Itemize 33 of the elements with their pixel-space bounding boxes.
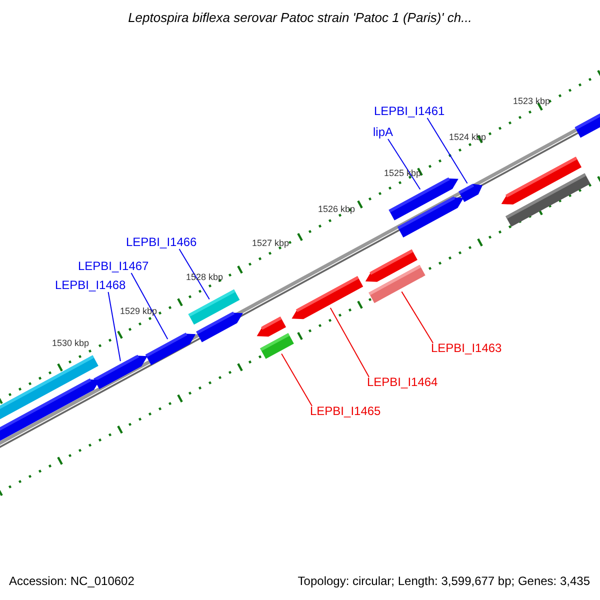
gene-block [368, 264, 426, 304]
scale-label: 1526 kbp [318, 204, 356, 215]
scale-label: 1524 kbp [449, 132, 486, 143]
gene-label: LEPBI_I1468 [55, 278, 126, 292]
gene-label: LEPBI_I1464 [367, 375, 438, 389]
gene-label: LEPBI_I1467 [78, 259, 149, 273]
leader-line [426, 118, 468, 184]
scale-label: 1523 kbp [513, 96, 550, 107]
scale-label: 1527 kbp [252, 238, 290, 249]
footer-text: Accession: NC_010602 [9, 574, 134, 588]
diagram-title: Leptospira biflexa serovar Patoc strain 'Patoc 1 (Paris)' ch... [127, 10, 473, 25]
gene-block [506, 173, 590, 227]
gene-label: lipA [373, 125, 394, 139]
gene-label: LEPBI_I1463 [431, 341, 502, 355]
scale-label: 1530 kbp [52, 338, 90, 349]
leader-line [281, 353, 312, 406]
gene-block [458, 184, 483, 202]
leader-line [330, 307, 370, 378]
gene-block [292, 276, 364, 320]
gene-label: LEPBI_I1465 [310, 404, 381, 418]
leader-line [401, 291, 434, 344]
leader-line [178, 248, 210, 300]
gene-label: LEPBI_I1461 [374, 104, 445, 118]
gene-block [256, 316, 286, 337]
gene-block [0, 378, 100, 442]
gene-block [260, 333, 294, 359]
leader-line [130, 272, 168, 340]
gene-block [196, 312, 243, 342]
gene-block [94, 354, 148, 390]
footer-text: Topology: circular; Length: 3,599,677 bp; Genes: 3,435 [298, 574, 590, 588]
gene-label: LEPBI_I1466 [126, 235, 197, 249]
gene-block [145, 332, 196, 366]
gene-block [398, 196, 464, 238]
